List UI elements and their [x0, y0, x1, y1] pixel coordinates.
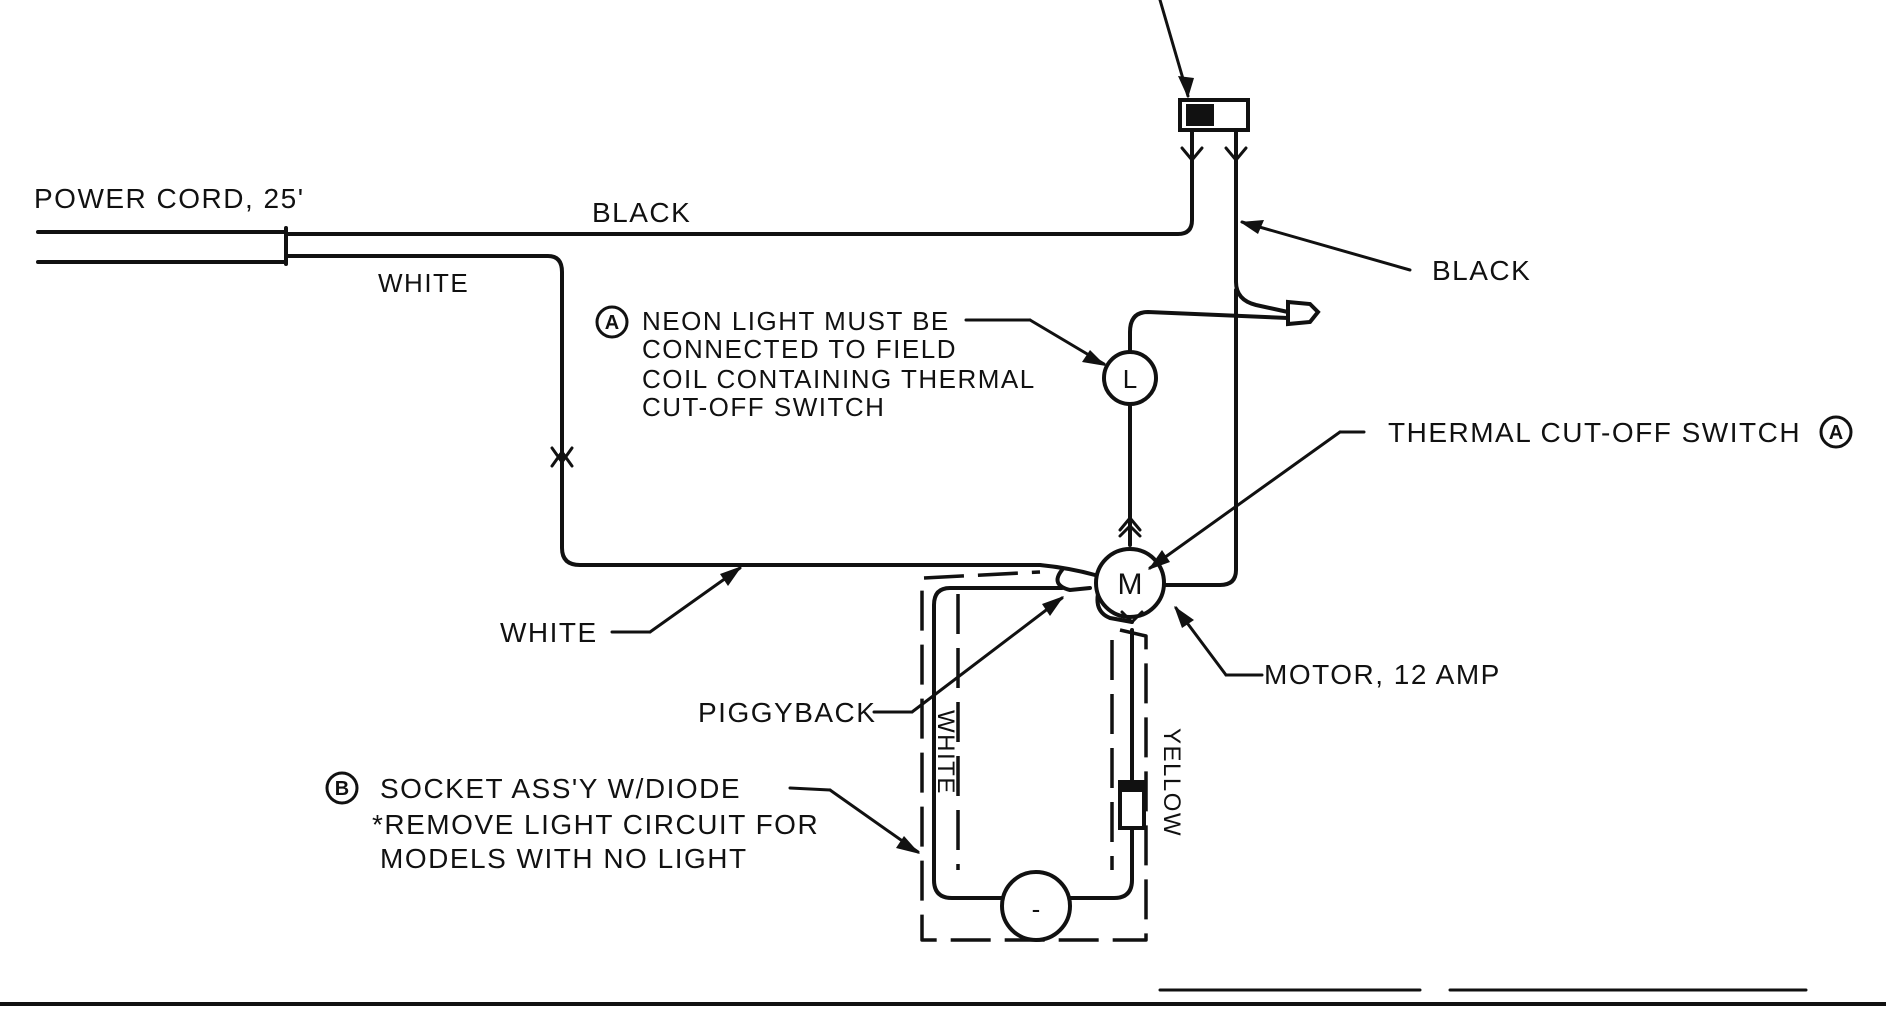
- lamp-socket-symbol: -: [1032, 894, 1041, 924]
- motor-symbol: M: [1118, 568, 1143, 601]
- neon-note-line-2: CONNECTED TO FIELD: [642, 334, 957, 364]
- white-wire: [284, 254, 1042, 567]
- socket-connector-arrow-icon: [1120, 610, 1144, 625]
- neon-lamp-circle: [1102, 350, 1158, 406]
- socket-leader-h: [788, 786, 832, 792]
- black-right-leader: [1240, 220, 1412, 272]
- motor-circle: [1094, 547, 1166, 619]
- black-wire-to-motor: [1164, 288, 1238, 587]
- neon-lamp: L: [1102, 350, 1158, 406]
- switch-terminal-right-arrow: [1224, 146, 1248, 163]
- wires: [0, 158, 1886, 1006]
- socket-note-line-2: *REMOVE LIGHT CIRCUIT FOR: [372, 809, 819, 840]
- neon-wire-top: [1128, 310, 1290, 354]
- socket-leader-arrowhead: [896, 836, 920, 854]
- rocker-switch: [1178, 98, 1250, 163]
- power-cord-label: POWER CORD, 25': [34, 183, 305, 214]
- marker-a-thermal-circle: [1819, 415, 1853, 449]
- switch-leader-arrowhead: [1178, 76, 1194, 98]
- marker-b-circle: [325, 771, 359, 805]
- black-wire-switch-down: [1234, 158, 1290, 314]
- black-wire-to-switch: [284, 158, 1194, 236]
- neon-note-line-3: COIL CONTAINING THERMAL: [642, 364, 1036, 394]
- black-right-label: BLACK: [1432, 255, 1531, 286]
- inline-connector-white: [550, 446, 574, 468]
- wire-nut-icon: [1286, 299, 1321, 327]
- neon-lamp-symbol: L: [1123, 364, 1137, 394]
- socket-yellow-wire-lower: [1064, 826, 1134, 900]
- labels: POWER CORD, 25' BLACK WHITE BLACK NEON L…: [34, 183, 1801, 874]
- piggyback-label: PIGGYBACK: [698, 697, 876, 728]
- switch-terminal-left-arrow: [1180, 146, 1204, 163]
- marker-b-text: B: [335, 778, 349, 800]
- marker-a-thermal: A: [1819, 415, 1853, 449]
- neon-note-line-1: NEON LIGHT MUST BE: [642, 306, 950, 336]
- thermal-leader-arrowhead: [1148, 550, 1170, 570]
- black-top-label: BLACK: [592, 197, 691, 228]
- white-bottom-arrowhead: [720, 566, 742, 586]
- marker-a-text: A: [605, 312, 619, 334]
- motor: M: [1094, 547, 1166, 619]
- marker-a-circle: [595, 305, 629, 339]
- marker-a-neon: A: [595, 305, 629, 339]
- piggyback-arrowhead: [1042, 596, 1064, 616]
- motor-top-connector-icon: [1118, 523, 1142, 538]
- lamp-socket: -: [1000, 870, 1072, 942]
- white-bottom-label: WHITE: [500, 617, 598, 648]
- motor-label: MOTOR, 12 AMP: [1264, 659, 1501, 690]
- inline-connector-neon: [1118, 515, 1142, 532]
- socket-circuit-connectors: [1118, 523, 1144, 625]
- thermal-leader: [1148, 430, 1342, 570]
- rocker-switch-button: [1186, 104, 1214, 126]
- white-vertical-label: WHITE: [932, 710, 959, 795]
- diode: [1118, 780, 1146, 830]
- socket-note-line-1: SOCKET ASS'Y W/DIODE: [380, 773, 741, 804]
- motor-leader-arrowhead: [1174, 606, 1194, 628]
- yellow-vertical-label: YELLOW: [1158, 728, 1185, 837]
- diode-band: [1120, 782, 1144, 792]
- socket-assembly-outline: [920, 570, 1148, 942]
- wire-nut-connector: [1286, 299, 1321, 327]
- socket-note-line-3: MODELS WITH NO LIGHT: [380, 843, 748, 874]
- neon-connector-arrow-icon: [1118, 515, 1142, 532]
- leaders: [610, 0, 1412, 854]
- lamp-socket-circle: [1000, 870, 1072, 942]
- marker-a-thermal-text: A: [1829, 422, 1843, 444]
- marker-b-socket: B: [325, 771, 359, 805]
- neon-leader-arrowhead: [1082, 350, 1106, 366]
- black-right-arrowhead: [1240, 220, 1264, 234]
- white-top-label: WHITE: [378, 268, 469, 298]
- piggyback-leader: [910, 596, 1064, 714]
- thermal-switch-label: THERMAL CUT-OFF SWITCH: [1388, 417, 1801, 448]
- piggyback-loop: [1055, 568, 1092, 592]
- socket-white-wire: [932, 586, 1064, 900]
- piggyback-wire: [1038, 563, 1097, 577]
- white-connector-arrow-icon: [550, 446, 574, 468]
- neon-note-line-4: CUT-OFF SWITCH: [642, 392, 885, 422]
